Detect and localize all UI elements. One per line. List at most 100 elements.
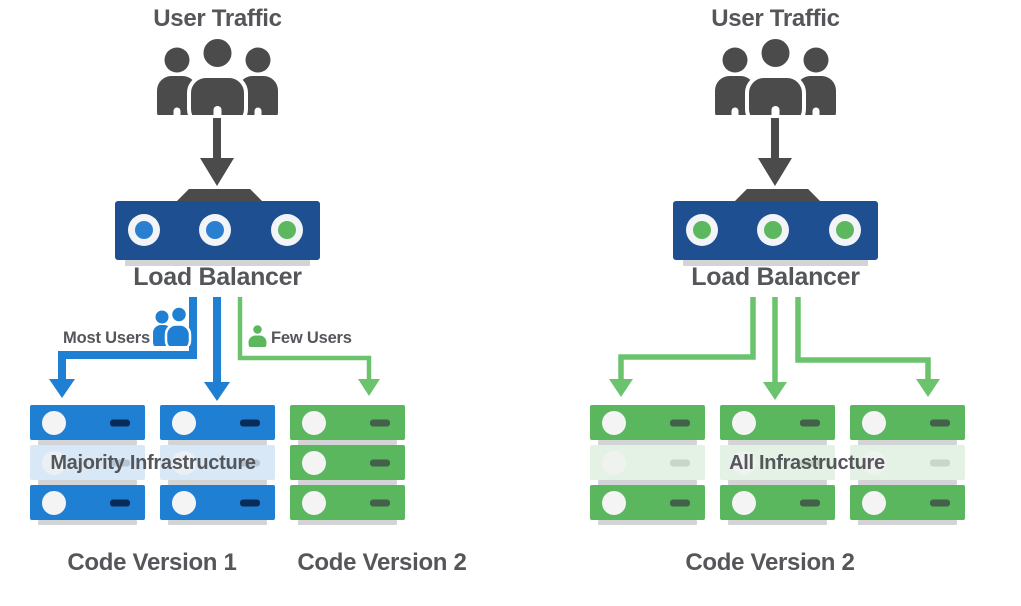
server-led-icon xyxy=(602,450,626,475)
lb-port-icon xyxy=(128,214,160,246)
server-led-icon xyxy=(602,410,626,435)
all-infrastructure-label: All Infrastructure xyxy=(729,452,885,474)
server-unit xyxy=(30,485,145,520)
server-shadow xyxy=(38,440,137,445)
server-shadow xyxy=(598,480,697,485)
server-slot-icon xyxy=(800,419,820,426)
load-balancer-intake-shape xyxy=(177,189,262,201)
server-slot-icon xyxy=(930,459,950,466)
server-unit xyxy=(160,405,275,440)
server-stack-version2 xyxy=(290,405,405,525)
server-slot-icon xyxy=(240,419,260,426)
server-slot-icon xyxy=(930,419,950,426)
server-led-icon xyxy=(42,410,66,435)
load-balancer-shadow xyxy=(125,260,310,266)
server-shadow xyxy=(858,520,957,525)
server-slot-icon xyxy=(240,499,260,506)
server-unit xyxy=(160,445,275,480)
few-users-icon xyxy=(247,325,268,351)
server-led-icon xyxy=(862,490,886,515)
server-led-icon xyxy=(172,490,196,515)
lb-port-icon xyxy=(829,214,861,246)
server-unit xyxy=(590,445,705,480)
load-balancer-right xyxy=(673,201,878,260)
server-slot-icon xyxy=(370,419,390,426)
server-unit xyxy=(290,485,405,520)
server-stack-version1-a xyxy=(30,405,145,525)
server-slot-icon xyxy=(670,419,690,426)
server-slot-icon xyxy=(370,459,390,466)
server-unit xyxy=(720,445,835,480)
server-led-icon xyxy=(602,490,626,515)
most-users-icon xyxy=(152,305,194,352)
server-slot-icon xyxy=(110,459,130,466)
load-balancer-label: Load Balancer xyxy=(691,263,860,291)
code-version-1-label: Code Version 1 xyxy=(67,549,237,576)
server-shadow xyxy=(728,440,827,445)
lb-port-icon xyxy=(686,214,718,246)
few-users-label: Few Users xyxy=(271,329,352,347)
server-led-icon xyxy=(862,450,886,475)
server-stack-version1-b xyxy=(160,405,275,525)
server-stack-version2-a xyxy=(590,405,705,525)
server-unit xyxy=(590,485,705,520)
server-slot-icon xyxy=(110,419,130,426)
all-traffic-arrow-center xyxy=(763,297,787,400)
server-unit xyxy=(30,445,145,480)
server-unit xyxy=(590,405,705,440)
lb-port-icon xyxy=(271,214,303,246)
server-led-icon xyxy=(172,410,196,435)
server-shadow xyxy=(38,520,137,525)
server-shadow xyxy=(168,520,267,525)
all-traffic-arrow-right xyxy=(795,297,940,397)
server-unit xyxy=(290,405,405,440)
server-led-icon xyxy=(732,410,756,435)
user-traffic-title: User Traffic xyxy=(153,5,282,32)
server-slot-icon xyxy=(110,499,130,506)
server-shadow xyxy=(598,520,697,525)
server-unit xyxy=(850,445,965,480)
server-shadow xyxy=(598,440,697,445)
server-slot-icon xyxy=(800,499,820,506)
server-led-icon xyxy=(732,450,756,475)
traffic-down-arrow-icon xyxy=(200,118,234,186)
most-users-label: Most Users xyxy=(63,329,150,347)
most-users-arrow-center xyxy=(204,297,230,401)
server-stack-version2-c xyxy=(850,405,965,525)
server-shadow xyxy=(728,480,827,485)
server-shadow xyxy=(38,480,137,485)
server-led-icon xyxy=(862,410,886,435)
server-slot-icon xyxy=(800,459,820,466)
server-shadow xyxy=(858,480,957,485)
server-unit xyxy=(290,445,405,480)
server-shadow xyxy=(728,520,827,525)
server-slot-icon xyxy=(670,459,690,466)
server-shadow xyxy=(298,520,397,525)
load-balancer-intake-shape xyxy=(735,189,820,201)
user-traffic-title: User Traffic xyxy=(711,5,840,32)
code-version-2-label: Code Version 2 xyxy=(685,549,855,576)
lb-port-icon xyxy=(199,214,231,246)
server-shadow xyxy=(168,480,267,485)
server-slot-icon xyxy=(240,459,260,466)
user-traffic-group-icon xyxy=(150,35,285,128)
server-shadow xyxy=(298,440,397,445)
server-unit xyxy=(850,485,965,520)
lb-port-icon xyxy=(757,214,789,246)
server-shadow xyxy=(168,440,267,445)
server-slot-icon xyxy=(670,499,690,506)
server-led-icon xyxy=(42,490,66,515)
load-balancer-left xyxy=(115,201,320,260)
server-led-icon xyxy=(732,490,756,515)
server-unit xyxy=(160,485,275,520)
server-led-icon xyxy=(42,450,66,475)
server-led-icon xyxy=(302,450,326,475)
server-shadow xyxy=(298,480,397,485)
load-balancer-label: Load Balancer xyxy=(133,263,302,291)
user-traffic-group-icon xyxy=(708,35,843,128)
server-shadow xyxy=(858,440,957,445)
server-unit xyxy=(850,405,965,440)
server-unit xyxy=(720,405,835,440)
server-slot-icon xyxy=(930,499,950,506)
